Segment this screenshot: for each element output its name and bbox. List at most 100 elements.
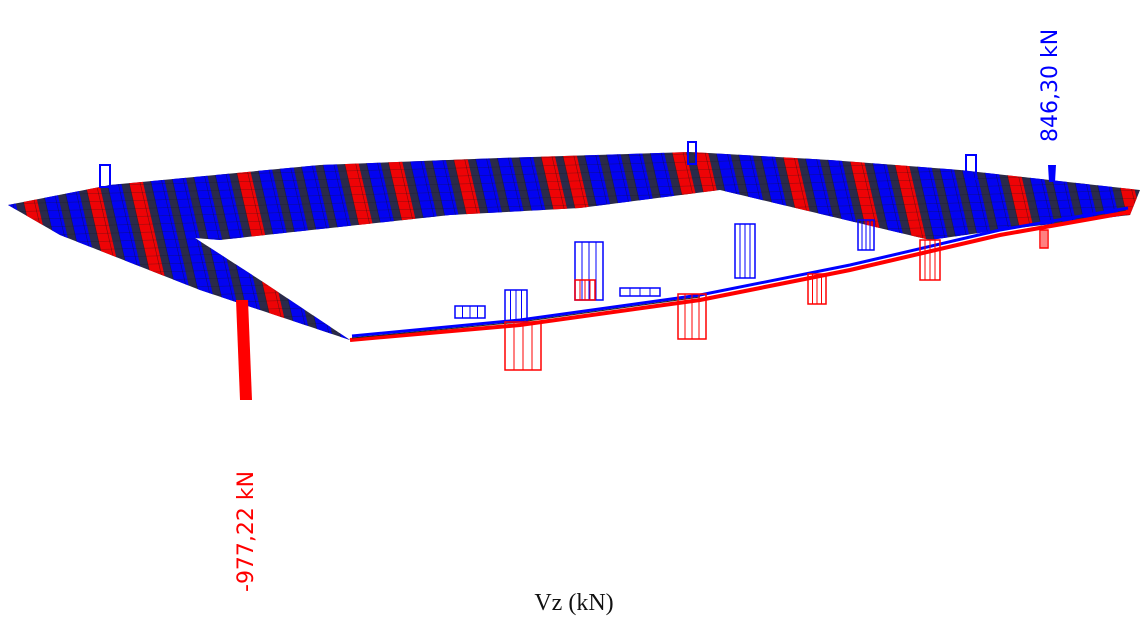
- shear-stripe: [1078, 152, 1140, 340]
- mesh-line: [8, 333, 1140, 340]
- max-shear-spike: [1048, 165, 1056, 182]
- edge-spike: [99, 164, 111, 188]
- mesh-line: [736, 152, 798, 340]
- mesh-line: [8, 152, 28, 340]
- mesh-line: [417, 152, 479, 340]
- shear-stripe: [396, 152, 470, 340]
- mesh-line: [1144, 100, 1148, 360]
- mesh-line: [1055, 152, 1117, 340]
- shear-force-diagram: [0, 100, 1148, 400]
- shear-stripe: [8, 152, 52, 340]
- mesh-line: [8, 325, 1140, 340]
- mesh-line: [8, 152, 61, 340]
- mesh-line: [8, 173, 1140, 205]
- mesh-line: [769, 152, 831, 340]
- mesh-line: [571, 152, 633, 340]
- shear-stripe: [748, 152, 822, 340]
- mesh-line: [252, 152, 314, 340]
- mesh-line: [8, 189, 1140, 221]
- mesh-line: [0, 110, 1148, 140]
- shear-stripe: [704, 152, 778, 340]
- diagram-caption: Vz (kN): [534, 590, 614, 616]
- mesh-line: [824, 152, 886, 340]
- mesh-line: [230, 152, 292, 340]
- mesh-line: [318, 152, 380, 340]
- mesh-line: [329, 152, 391, 340]
- min-shear-label: -977,22 kN: [234, 470, 259, 592]
- shear-stripe: [638, 152, 712, 340]
- mesh-line: [8, 152, 1140, 157]
- mesh-line: [813, 152, 875, 340]
- shear-stripe: [616, 152, 690, 340]
- shear-stripe: [792, 152, 866, 340]
- edge-spike: [687, 141, 697, 165]
- mesh-line: [593, 152, 655, 340]
- mesh-line: [439, 152, 501, 340]
- mesh-line: [560, 152, 622, 340]
- mesh-line: [0, 342, 1148, 372]
- mesh-line: [670, 152, 732, 340]
- shear-stripe: [1056, 152, 1130, 340]
- shear-stripe: [660, 152, 734, 340]
- mesh-line: [8, 317, 1140, 340]
- max-shear-label: 846,30 kN: [1038, 28, 1063, 142]
- mesh-line: [681, 152, 743, 340]
- mesh-line: [1121, 152, 1140, 340]
- mesh-line: [384, 152, 446, 340]
- mesh-line: [8, 165, 1140, 197]
- mesh-line: [758, 152, 820, 340]
- mesh-line: [802, 152, 864, 340]
- shear-stripe: [726, 152, 800, 340]
- mesh-line: [8, 152, 50, 340]
- beam-shear-blocks: [454, 219, 1049, 371]
- shear-stripe: [0, 100, 8, 360]
- mesh-line: [395, 152, 457, 340]
- shear-stripe: [594, 152, 668, 340]
- shear-stripe: [374, 152, 448, 340]
- shear-stripe: [418, 152, 492, 340]
- edge-spike: [965, 154, 977, 180]
- mesh-line: [8, 152, 17, 340]
- mesh-line: [648, 152, 710, 340]
- mesh-line: [659, 152, 721, 340]
- shear-stripe: [572, 152, 646, 340]
- mesh-line: [1132, 152, 1140, 340]
- mesh-line: [1088, 152, 1140, 340]
- shear-stripe: [1100, 152, 1140, 340]
- mesh-line: [0, 100, 5, 360]
- mesh-line: [582, 152, 644, 340]
- mesh-line: [8, 277, 1140, 309]
- mesh-line: [604, 152, 666, 340]
- mesh-line: [340, 152, 402, 340]
- mesh-line: [747, 152, 809, 340]
- mesh-line: [791, 152, 853, 340]
- mesh-line: [8, 152, 39, 340]
- mesh-line: [362, 152, 424, 340]
- inner-edge-line: [349, 210, 1131, 342]
- mesh-line: [615, 152, 677, 340]
- shear-stripe: [1144, 100, 1148, 360]
- mesh-line: [373, 152, 435, 340]
- min-shear-spike: [236, 300, 252, 400]
- mesh-line: [692, 152, 754, 340]
- mesh-line: [1077, 152, 1139, 340]
- mesh-line: [241, 152, 303, 340]
- mesh-line: [1099, 152, 1140, 340]
- extreme-spikes: [99, 141, 1056, 400]
- mesh-line: [351, 152, 413, 340]
- mesh-line: [637, 152, 699, 340]
- inner-edge-line-blue: [351, 206, 1129, 338]
- mesh-line: [1066, 152, 1128, 340]
- mesh-line: [0, 118, 1148, 148]
- shear-stripe: [814, 152, 888, 340]
- shear-stripe: [8, 152, 30, 340]
- shear-stripe: [352, 152, 426, 340]
- mesh-line: [428, 152, 490, 340]
- shear-stripe: [330, 152, 404, 340]
- mesh-line: [1110, 152, 1140, 340]
- mesh-line: [780, 152, 842, 340]
- shear-stripe: [1122, 152, 1140, 340]
- mesh-line: [263, 152, 325, 340]
- shear-stripe: [770, 152, 844, 340]
- mesh-line: [8, 181, 1140, 213]
